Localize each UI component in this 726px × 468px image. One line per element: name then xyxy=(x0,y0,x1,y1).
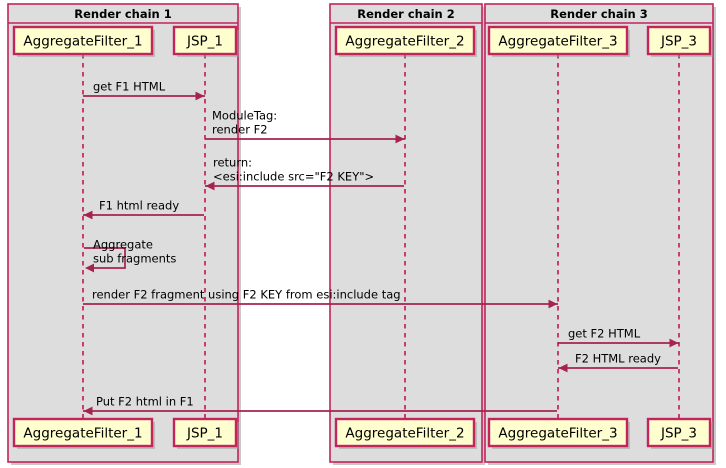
arrowhead-9 xyxy=(83,406,93,416)
message-label-3-line-1: return: xyxy=(213,156,252,170)
lifelines-layer xyxy=(82,54,680,419)
participant-box-af2-head[interactable] xyxy=(334,25,476,56)
group-box-chain3 xyxy=(484,3,714,463)
message-8: F2 HTML ready xyxy=(558,352,678,373)
message-7: get F2 HTML xyxy=(558,327,679,348)
arrowhead-2 xyxy=(395,134,405,144)
participant-box-jsp3-head[interactable] xyxy=(646,25,712,56)
message-label-2-line-1: ModuleTag: xyxy=(212,109,277,123)
message-label-8-line-1: F2 HTML ready xyxy=(575,352,661,366)
message-label-6-line-1: render F2 fragment using F2 KEY from esi… xyxy=(92,288,401,302)
arrowhead-8 xyxy=(558,363,568,373)
messages-layer: get F1 HTML ModuleTag:render F2 return:<es… xyxy=(83,80,679,416)
participant-box-af2-foot[interactable] xyxy=(334,417,476,448)
message-6: render F2 fragment using F2 KEY from esi… xyxy=(83,288,558,309)
group-box-chain2 xyxy=(329,3,483,463)
participant-box-jsp1-foot[interactable] xyxy=(172,417,238,448)
message-label-7-line-1: get F2 HTML xyxy=(568,327,641,341)
message-label-9-line-1: Put F2 html in F1 xyxy=(96,395,194,409)
message-label-2-line-2: render F2 xyxy=(212,123,268,137)
message-1: get F1 HTML xyxy=(83,80,205,101)
participant-label-af3-foot: AggregateFilter_3 xyxy=(498,426,617,442)
group-title-chain1: Render chain 1 xyxy=(74,7,171,21)
participant-label-jsp1-head: JSP_1 xyxy=(186,34,223,50)
arrowhead-3 xyxy=(205,181,215,191)
message-4: F1 html ready xyxy=(83,199,204,220)
participant-label-af2-foot: AggregateFilter_2 xyxy=(345,426,464,442)
message-label-4-line-1: F1 html ready xyxy=(99,199,179,213)
participant-box-af3-head[interactable] xyxy=(487,25,629,56)
message-3: return:<esi:include src="F2 KEY"> xyxy=(205,156,404,191)
message-label-5-line-1: Aggregate xyxy=(93,238,153,252)
message-label-5-line-2: sub fragments xyxy=(93,252,176,266)
participant-label-af3-head: AggregateFilter_3 xyxy=(498,34,617,50)
participant-heads: AggregateFilter_1 JSP_1 AggregateFilter_2 A… xyxy=(12,25,713,57)
participant-label-af1-foot: AggregateFilter_1 xyxy=(23,426,142,442)
participant-box-af1-foot[interactable] xyxy=(12,417,154,448)
message-2: ModuleTag:render F2 xyxy=(205,109,405,144)
arrowhead-5 xyxy=(85,263,94,273)
group-box-chain1 xyxy=(7,3,239,463)
group-title-chain3: Render chain 3 xyxy=(550,7,647,21)
group-boxes-layer: Render chain 1 Render chain 2 Render chain… xyxy=(7,3,716,465)
participant-label-jsp3-foot: JSP_3 xyxy=(660,426,697,442)
participant-box-af3-foot[interactable] xyxy=(487,417,629,448)
participant-box-jsp3-foot[interactable] xyxy=(646,417,712,448)
participant-label-af2-head: AggregateFilter_2 xyxy=(345,34,464,50)
message-label-1-line-1: get F1 HTML xyxy=(93,80,166,94)
participant-box-af1-head[interactable] xyxy=(12,25,154,56)
group-title-chain2: Render chain 2 xyxy=(357,7,454,21)
message-label-3-line-2: <esi:include src="F2 KEY"> xyxy=(213,170,374,184)
participant-box-jsp1-head[interactable] xyxy=(172,25,238,56)
participant-footers: AggregateFilter_1 JSP_1 AggregateFilter_2 A… xyxy=(12,417,713,449)
participant-label-af1-head: AggregateFilter_1 xyxy=(23,34,142,50)
self-message-path-5 xyxy=(84,247,126,269)
message-9: Put F2 html in F1 xyxy=(83,395,557,416)
participant-label-jsp1-foot: JSP_1 xyxy=(186,426,223,442)
arrowhead-1 xyxy=(195,91,205,101)
arrowhead-7 xyxy=(669,338,679,348)
arrowhead-4 xyxy=(83,210,93,220)
participant-label-jsp3-head: JSP_3 xyxy=(660,34,697,50)
arrowhead-6 xyxy=(548,299,558,309)
